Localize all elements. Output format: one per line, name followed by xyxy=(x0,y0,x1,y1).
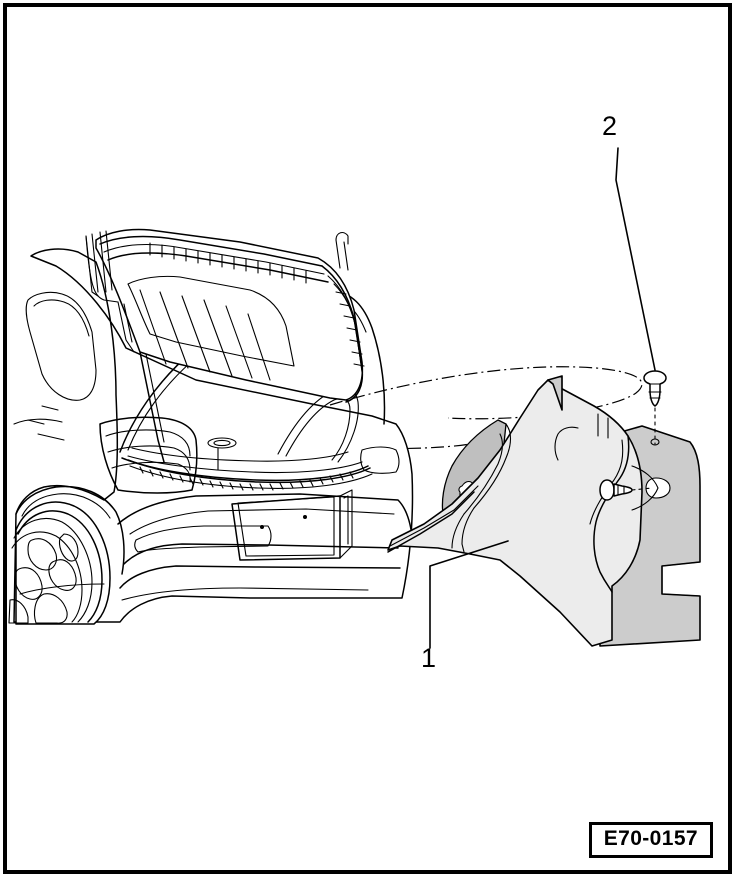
quarter-window xyxy=(25,291,97,401)
panel-crease-lower xyxy=(461,507,475,553)
panel-inner-edge xyxy=(593,435,630,593)
wheel-spokes xyxy=(8,533,79,624)
rear-wheel-tyre xyxy=(15,501,111,625)
bumper-upper-edge xyxy=(117,493,413,537)
tailgate-glass xyxy=(127,275,295,367)
callout-number-1: 1 xyxy=(421,643,437,673)
rear-wheel-rim xyxy=(13,518,93,623)
leader-line-2 xyxy=(615,147,656,371)
hatch-weatherstrip xyxy=(127,459,373,491)
expanding-rivet-clip-top xyxy=(643,370,667,445)
clip-insert-axis-side xyxy=(631,487,653,491)
callout-leaders xyxy=(429,147,656,649)
luggage-floor xyxy=(127,455,363,474)
callout-number-2: 2 xyxy=(602,111,618,141)
panel-crease-upper xyxy=(473,423,512,509)
rear-bumper xyxy=(119,565,401,589)
expanding-rivet-clip-side xyxy=(599,479,653,501)
bumper-side-recess xyxy=(134,525,272,553)
leader-line-1 xyxy=(429,540,509,649)
wheel-arch xyxy=(15,485,125,575)
panel-main-face xyxy=(387,379,643,647)
diagram-id-label: E70-0157 xyxy=(588,821,713,858)
vehicle-rear-body xyxy=(8,228,414,625)
rear-window-heater-lines xyxy=(139,289,271,381)
right-tail-lamp-hint xyxy=(360,446,400,474)
panel-upper-relief xyxy=(554,426,579,461)
pillar-seal-hatching xyxy=(335,291,365,367)
tailgate-seal-hatching xyxy=(149,242,307,284)
side-trim-panel-assembly xyxy=(387,375,701,647)
tailgate-strut-right xyxy=(335,239,341,269)
